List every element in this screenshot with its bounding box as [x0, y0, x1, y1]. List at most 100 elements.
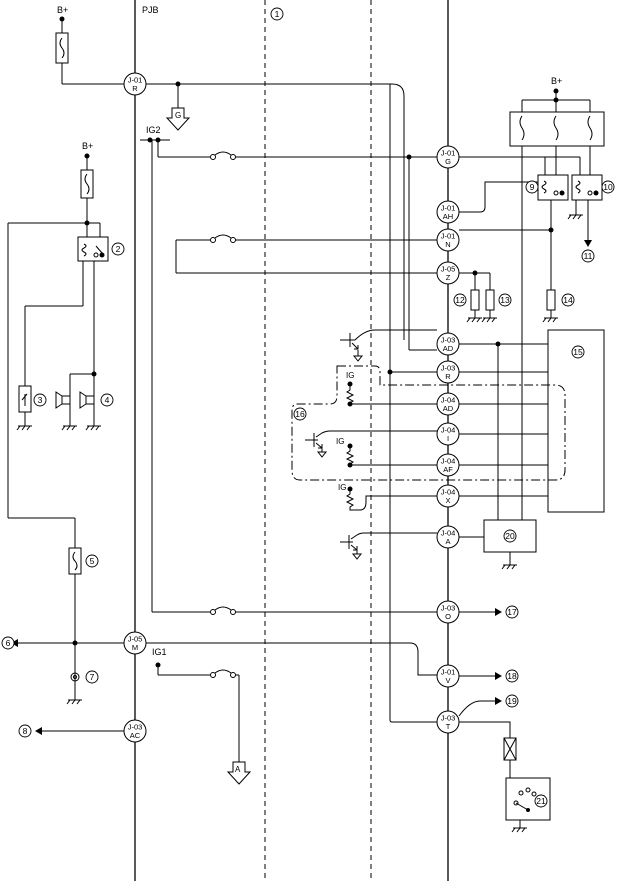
junction-pin-label: AF — [443, 465, 453, 474]
svg-text:15: 15 — [573, 347, 583, 357]
callout-5: 5 — [85, 554, 99, 568]
ground-icon — [16, 425, 32, 431]
junction-id-label: J-04 — [441, 396, 456, 405]
junction-id-label: J-05 — [128, 635, 143, 644]
shield-group-16 — [291, 365, 566, 481]
svg-text:10: 10 — [603, 182, 613, 192]
junction-j-04-x: J-04X — [436, 484, 460, 508]
junction-j-03-r: J-03R — [436, 360, 460, 384]
callout-6: 6 — [1, 636, 15, 650]
connector-g-label: G — [175, 111, 181, 120]
junction-id-label: J-01 — [441, 149, 456, 158]
svg-text:2: 2 — [116, 244, 121, 254]
ig1-label: IG1 — [152, 647, 167, 657]
svg-text:20: 20 — [505, 531, 515, 541]
junction-pin-label: M — [132, 643, 138, 652]
junction-pin-label: G — [445, 157, 451, 166]
junction-pin-label: N — [445, 240, 450, 249]
callout-9: 9 — [525, 180, 539, 194]
pjb-label: PJB — [142, 5, 159, 15]
junction-id-label: J-04 — [441, 426, 456, 435]
fuse-icon — [519, 115, 525, 141]
b-plus-label: B+ — [82, 141, 93, 151]
relay-9-box — [537, 174, 569, 201]
fuse-icon — [587, 115, 593, 141]
junction-pin-label: AD — [443, 404, 454, 413]
junction-j-04-a: J-04A — [436, 525, 460, 549]
arrow-icon — [495, 672, 502, 680]
callout-17: 17 — [505, 605, 519, 619]
svg-text:11: 11 — [584, 251, 593, 261]
relay-10-box — [571, 174, 603, 201]
ground-icon — [567, 214, 583, 220]
ig2-label: IG2 — [146, 125, 161, 135]
junction-pin-label: T — [446, 722, 451, 731]
ground-icon — [511, 827, 527, 833]
transistor-icon — [354, 329, 437, 341]
callout-2: 2 — [111, 242, 125, 256]
junction-pin-label: X — [445, 496, 450, 505]
callout-21: 21 — [534, 794, 548, 808]
junction-id-label: J-04 — [441, 457, 456, 466]
junction-id-label: J-03 — [441, 364, 456, 373]
callout-4: 4 — [100, 393, 114, 407]
junction-id-label: J-03 — [441, 604, 456, 613]
junction-id-label: J-03 — [441, 336, 456, 345]
svg-text:1: 1 — [275, 9, 280, 19]
ig-label: IG — [336, 437, 344, 446]
ground-icon — [66, 699, 82, 705]
connector-arrow-g — [165, 107, 191, 131]
callout-13: 13 — [498, 293, 512, 307]
ground-icon — [501, 564, 517, 570]
svg-text:9: 9 — [530, 182, 535, 192]
junction-pin-label: I — [447, 434, 449, 443]
callout-12: 12 — [453, 293, 467, 307]
junction-pin-label: Z — [446, 273, 451, 282]
junction-j-05-m: J-05M — [123, 631, 147, 655]
svg-text:16: 16 — [295, 409, 305, 419]
resistor-12-icon — [470, 289, 480, 311]
ground-icon — [481, 317, 497, 323]
junction-pin-label: R — [445, 372, 451, 381]
ground-icon — [85, 425, 101, 431]
svg-text:19: 19 — [507, 696, 517, 706]
arrow-icon — [11, 639, 18, 647]
junction-pin-label: AC — [130, 731, 141, 740]
callout-11: 11 — [581, 249, 595, 263]
junction-id-label: J-01 — [441, 232, 456, 241]
junction-id-label: J-04 — [441, 488, 456, 497]
ground-icon — [466, 317, 482, 323]
callout-1: 1 — [270, 7, 284, 21]
junction-id-label: J-05 — [441, 265, 456, 274]
junction-j-01-v: J-01V — [436, 664, 460, 688]
arrow-icon — [495, 608, 502, 616]
svg-text:18: 18 — [507, 671, 517, 681]
junction-id-label: J-03 — [441, 714, 456, 723]
svg-text:12: 12 — [455, 295, 465, 305]
junction-pin-label: AH — [443, 212, 453, 221]
callout-19: 19 — [505, 694, 519, 708]
callout-16: 16 — [293, 407, 307, 421]
junction-j-01-g: J-01G — [436, 145, 460, 169]
junction-pin-label: V — [445, 676, 450, 685]
svg-text:3: 3 — [38, 395, 43, 405]
junction-pin-label: R — [132, 84, 138, 93]
b-plus-label: B+ — [57, 5, 68, 15]
junction-id-label: J-01 — [128, 76, 143, 85]
svg-text:7: 7 — [90, 672, 95, 682]
arrow-icon — [495, 697, 502, 705]
callout-14: 14 — [561, 293, 575, 307]
callout-3: 3 — [33, 393, 47, 407]
svg-text:4: 4 — [105, 395, 110, 405]
svg-text:14: 14 — [563, 295, 573, 305]
ig-label: IG — [338, 483, 346, 492]
junction-j-05-z: J-05Z — [436, 261, 460, 285]
junction-pin-label: AD — [443, 344, 454, 353]
callout-8: 8 — [18, 724, 32, 738]
callout-7: 7 — [85, 670, 99, 684]
svg-text:21: 21 — [536, 796, 546, 806]
horn-icon — [55, 391, 71, 409]
junction-id-label: J-03 — [128, 723, 143, 732]
